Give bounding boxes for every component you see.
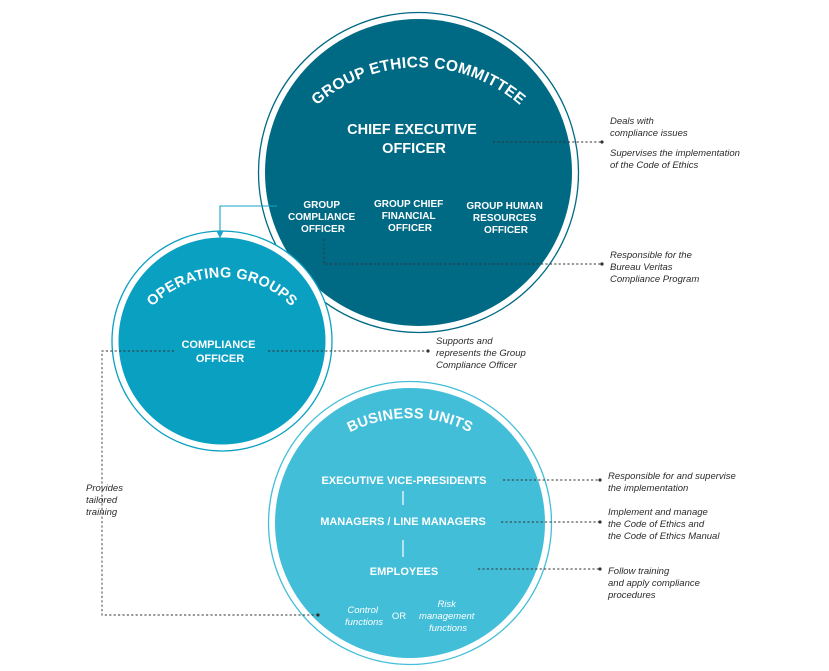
ceo-label: CHIEF EXECUTIVE OFFICER — [347, 122, 481, 157]
note-ceo-code-of-ethics: Supervises the implementation of the Cod… — [610, 148, 743, 171]
leader-dot — [598, 478, 602, 482]
employees-label: EMPLOYEES — [370, 566, 438, 578]
group-hr-officer-label: GROUP HUMAN RESOURCES OFFICER — [466, 201, 545, 236]
note-employees: Follow training and apply compliance pro… — [607, 566, 703, 601]
note-managers: Implement and manage the Code of Ethics … — [608, 507, 720, 542]
note-provides-training: Provides tailored training — [86, 483, 126, 518]
note-ceo-compliance-issues: Deals with compliance issues — [610, 116, 688, 139]
note-gco-compliance-program: Responsible for the Bureau Veritas Compl… — [610, 250, 699, 285]
risk-management-functions-label: Risk management functions — [419, 599, 477, 634]
group-compliance-officer-label: GROUP COMPLIANCE OFFICER — [288, 200, 358, 235]
compliance-officer-label: COMPLIANCE OFFICER — [181, 339, 258, 365]
operating-groups-circle — [111, 230, 333, 452]
note-evp: Responsible for and supervise the implem… — [608, 471, 738, 494]
gco-to-operating-groups-arrow — [216, 205, 277, 239]
training-leader-line — [101, 350, 318, 616]
leader-dot — [598, 520, 602, 524]
leader-dot — [426, 349, 430, 353]
note-operating-compliance-officer: Supports and represents the Group Compli… — [436, 336, 528, 371]
leader-dot — [316, 613, 320, 617]
group-cfo-label: GROUP CHIEF FINANCIAL OFFICER — [374, 199, 446, 234]
leader-dot — [600, 262, 604, 266]
control-functions-label: Control functions — [345, 605, 383, 628]
leader-lines — [101, 140, 604, 617]
or-label: OR — [392, 611, 406, 622]
managers-label: MANAGERS / LINE MANAGERS — [320, 516, 486, 528]
evp-label: EXECUTIVE VICE-PRESIDENTS — [321, 475, 486, 487]
leader-dot — [600, 140, 604, 144]
group-ethics-committee-circle — [257, 11, 580, 334]
business-units-circle — [267, 380, 553, 666]
leader-dot — [598, 567, 602, 571]
